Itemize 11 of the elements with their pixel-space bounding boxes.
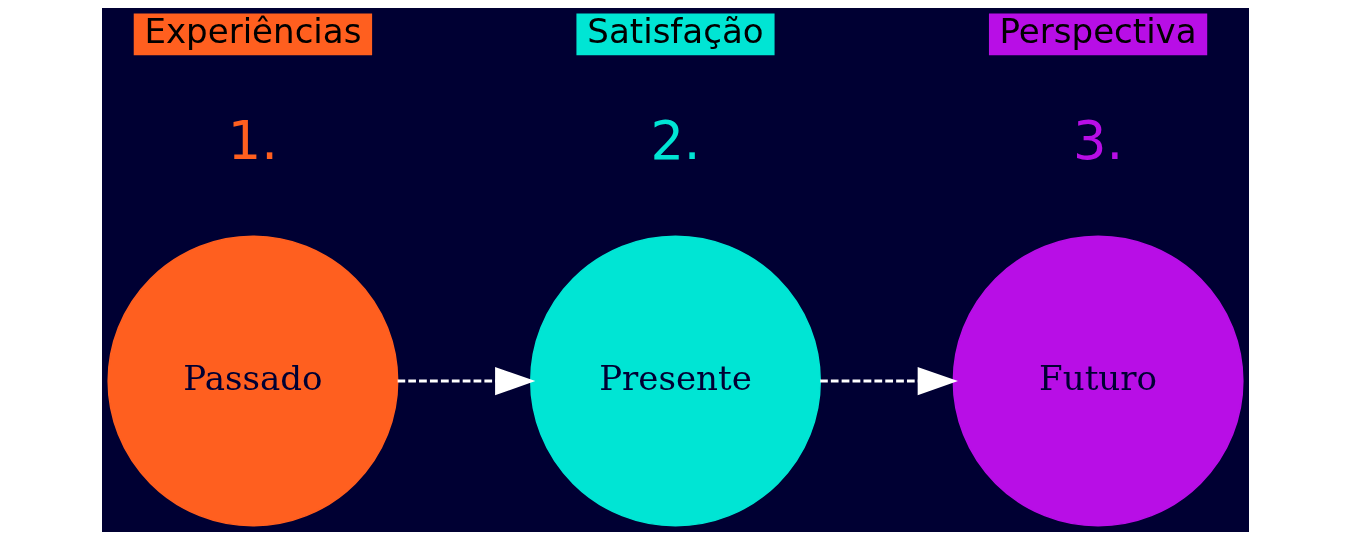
node-circle: Futuro bbox=[952, 235, 1244, 527]
node-label: 3. bbox=[1072, 110, 1123, 172]
node-label: Perspectiva bbox=[999, 11, 1197, 51]
arrow bbox=[397, 366, 535, 396]
node-label: Experiências bbox=[143, 11, 361, 51]
node-label: 2. bbox=[649, 110, 701, 172]
node-label: 1. bbox=[227, 110, 278, 172]
arrow bbox=[819, 366, 958, 396]
node-circle: Passado bbox=[106, 235, 398, 527]
node-circle: Presente bbox=[529, 235, 821, 527]
node-label: Satisfação bbox=[586, 11, 764, 51]
